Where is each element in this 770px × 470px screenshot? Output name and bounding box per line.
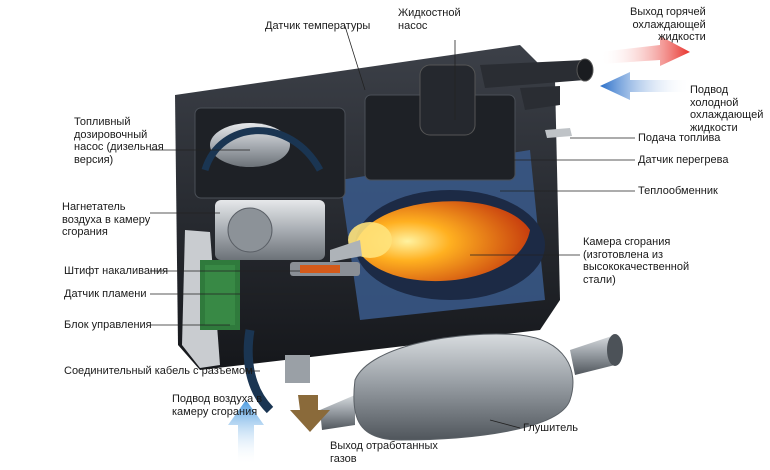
- label-fuel-pump: Топливный дозировочный насос (дизельная …: [74, 116, 164, 166]
- bottom-pipes: [243, 329, 310, 414]
- label-hot-outlet: Выход горячей охлаждающей жидкости: [630, 6, 706, 43]
- label-air-inlet: Подвод воздуха в камеру сгорания: [172, 393, 263, 418]
- label-liquid-pump: Жидкостной насос: [398, 7, 461, 32]
- cold-inlet-arrow: [600, 72, 690, 100]
- muffler-graphic: [320, 333, 623, 441]
- hot-outlet-arrow: [600, 36, 690, 66]
- internal-components: [194, 64, 516, 330]
- label-glow-pin: Штифт накаливания: [64, 265, 169, 277]
- coolant-pipes: [480, 58, 594, 138]
- combustion-chamber-graphic: [290, 190, 545, 300]
- label-fuel-supply: Подача топлива: [638, 132, 721, 144]
- flow-arrows: [228, 36, 690, 465]
- label-cold-inlet: Подвод холодной охлаждающей жидкости: [690, 84, 764, 134]
- label-heat-exchanger: Теплообменник: [638, 185, 718, 197]
- label-exhaust: Выход отработанных газов: [330, 440, 438, 465]
- label-control-unit: Блок управления: [64, 319, 152, 331]
- leader-lines: [150, 25, 635, 429]
- label-combustion-chamber: Камера сгорания (изготовлена из высокока…: [583, 236, 690, 286]
- air-inlet-arrow: [228, 400, 264, 465]
- label-flame-sensor: Датчик пламени: [64, 288, 147, 300]
- label-temp-sensor: Датчик температуры: [265, 20, 371, 32]
- label-blower: Нагнетатель воздуха в камеру сгорания: [62, 201, 151, 238]
- label-cable: Соединительный кабель с разъемом: [64, 365, 253, 377]
- label-muffler: Глушитель: [523, 422, 579, 434]
- exhaust-arrow: [290, 395, 330, 432]
- label-overheat-sensor: Датчик перегрева: [638, 154, 729, 166]
